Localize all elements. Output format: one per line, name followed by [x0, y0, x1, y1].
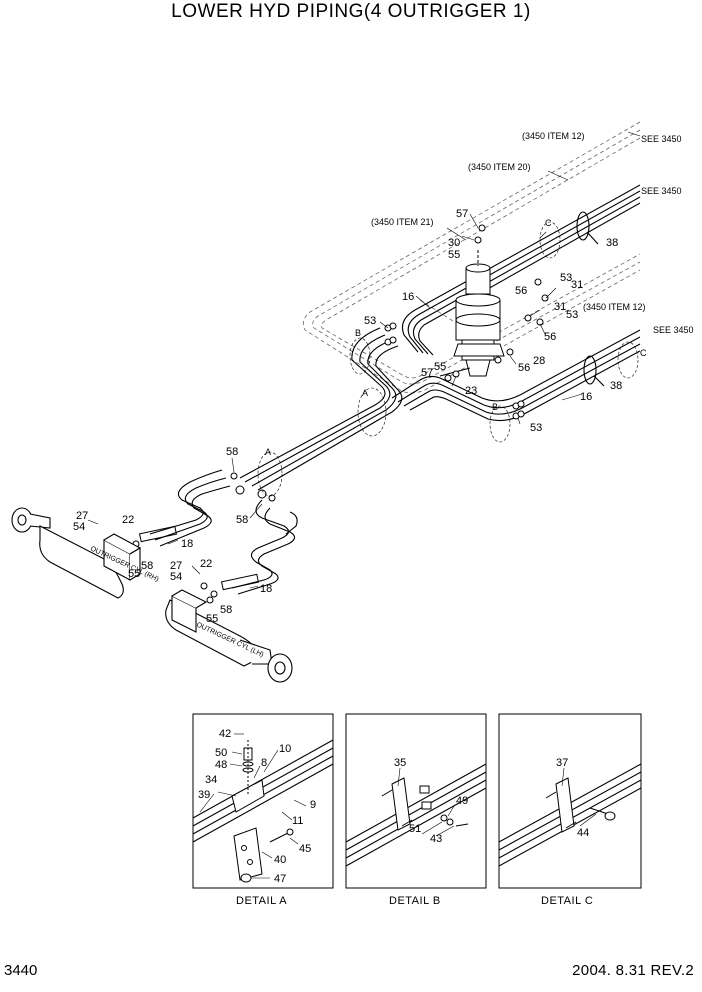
callout-34: 34 — [205, 774, 217, 786]
callout-28: 28 — [533, 355, 545, 367]
callout-44: 44 — [577, 827, 589, 839]
callout-35: 35 — [394, 757, 406, 769]
callout-51: 51 — [409, 823, 421, 835]
callout-18: 18 — [260, 583, 272, 595]
callout-8: 8 — [261, 757, 267, 769]
ref-3450-item12-right: (3450 ITEM 12) — [583, 302, 646, 312]
callout-55: 55 — [206, 613, 218, 625]
page-title: LOWER HYD PIPING(4 OUTRIGGER 1) — [171, 1, 531, 22]
callout-55: 55 — [448, 249, 460, 261]
callout-57: 57 — [456, 208, 468, 220]
callout-16: 16 — [580, 391, 592, 403]
callout-45: 45 — [299, 843, 311, 855]
main-callouts: 57 30 55 16 53 56 53 31 31 53 56 28 56 5… — [73, 208, 622, 625]
callout-58: 58 — [226, 446, 238, 458]
detail-b: 35 49 51 43 — [345, 713, 487, 889]
callout-54: 54 — [73, 521, 85, 533]
callout-40: 40 — [274, 854, 286, 866]
outrigger-cylinder-lh — [165, 589, 293, 683]
callout-31: 31 — [554, 301, 566, 313]
callout-55: 55 — [128, 568, 140, 580]
callout-50: 50 — [215, 747, 227, 759]
callout-53: 53 — [364, 315, 376, 327]
marker-b: B — [355, 328, 361, 338]
ref-see-3450-right: SEE 3450 — [653, 325, 694, 335]
callout-53: 53 — [566, 309, 578, 321]
callout-10: 10 — [279, 743, 291, 755]
pipes-to-lh-cylinder — [231, 499, 298, 595]
outrigger-cylinder-rh — [11, 507, 142, 599]
callout-30: 30 — [448, 237, 460, 249]
callout-38: 38 — [610, 380, 622, 392]
ref-see-3450-top: SEE 3450 — [641, 134, 682, 144]
callout-18: 18 — [181, 538, 193, 550]
callout-53: 53 — [530, 422, 542, 434]
marker-c: C — [545, 218, 552, 228]
leader-lines — [87, 131, 641, 589]
callout-58: 58 — [220, 604, 232, 616]
pipes-to-rh-cylinder — [149, 469, 231, 547]
callout-49: 49 — [456, 795, 468, 807]
detail-b-caption: DETAIL B — [389, 895, 441, 907]
callout-42: 42 — [219, 728, 231, 740]
callout-16: 16 — [402, 291, 414, 303]
callout-58: 58 — [141, 560, 153, 572]
callout-23: 23 — [465, 385, 477, 397]
marker-a: A — [265, 447, 271, 457]
detail-a: 42 50 48 10 8 34 39 9 11 45 40 47 — [192, 713, 334, 889]
marker-b: B — [492, 402, 498, 412]
ref-3450-item20: (3450 ITEM 20) — [468, 162, 531, 172]
callout-9: 9 — [310, 799, 316, 811]
callout-54: 54 — [170, 571, 182, 583]
callout-43: 43 — [430, 833, 442, 845]
swivel-joint — [439, 250, 505, 377]
detail-c-caption: DETAIL C — [541, 895, 593, 907]
callout-22: 22 — [122, 514, 134, 526]
marker-a: A — [362, 388, 368, 398]
detail-a-caption: DETAIL A — [236, 895, 287, 907]
callout-39: 39 — [198, 789, 210, 801]
callout-27: 27 — [76, 510, 88, 522]
callout-22: 22 — [200, 558, 212, 570]
clamps-38 — [576, 211, 605, 387]
ref-3450-item21: (3450 ITEM 21) — [371, 217, 434, 227]
callout-53: 53 — [560, 272, 572, 284]
callout-38: 38 — [606, 237, 618, 249]
callout-48: 48 — [215, 759, 227, 771]
hose-18 — [138, 525, 260, 591]
reference-labels: (3450 ITEM 12) SEE 3450 (3450 ITEM 20) S… — [371, 131, 694, 335]
callout-58: 58 — [236, 514, 248, 526]
section-markers — [257, 221, 639, 497]
callout-27: 27 — [170, 560, 182, 572]
callout-47: 47 — [274, 873, 286, 885]
detail-c: 37 44 — [498, 713, 642, 889]
callout-56: 56 — [515, 285, 527, 297]
left-pipe-run — [239, 327, 403, 491]
main-pipe-bundle — [401, 184, 641, 356]
callout-31: 31 — [571, 279, 583, 291]
callout-55: 55 — [434, 361, 446, 373]
ref-3450-item12-top: (3450 ITEM 12) — [522, 131, 585, 141]
marker-c: C — [640, 348, 647, 358]
section-letters: A A B B C C — [265, 218, 647, 457]
ref-see-3450-mid: SEE 3450 — [641, 186, 682, 196]
callout-56: 56 — [518, 362, 530, 374]
callout-37: 37 — [556, 757, 568, 769]
revision-date: 2004. 8.31 REV.2 — [572, 962, 694, 979]
callout-57: 57 — [421, 367, 433, 379]
callout-56: 56 — [544, 331, 556, 343]
page-number: 3440 — [4, 962, 38, 979]
callout-11: 11 — [292, 815, 303, 827]
